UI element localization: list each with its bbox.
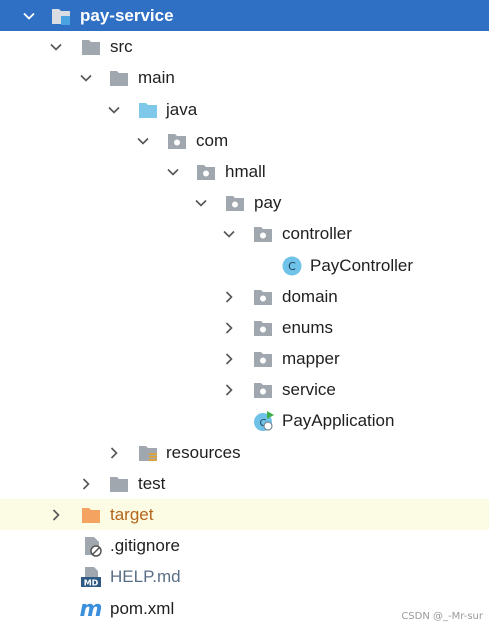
tree-item-label: .gitignore [110, 536, 180, 556]
tree-item-label: PayController [310, 255, 413, 275]
package-icon [226, 196, 244, 212]
chevron-right-icon[interactable] [222, 352, 236, 366]
tree-item-hmall[interactable]: hmall [0, 156, 489, 187]
excluded-folder-icon [82, 508, 100, 523]
tree-item-service[interactable]: service [0, 374, 489, 405]
chevron-down-icon[interactable] [49, 40, 63, 54]
tree-item-pom-xml[interactable]: m pom.xml [0, 593, 489, 624]
tree-item-com[interactable]: com [0, 125, 489, 156]
tree-item-pay-controller[interactable]: C PayController [0, 250, 489, 281]
tree-item-label: enums [282, 317, 334, 337]
maven-badge-text: m [80, 598, 102, 620]
module-folder-icon [52, 9, 70, 25]
package-icon [254, 352, 272, 368]
package-icon [254, 289, 272, 305]
tree-item-controller[interactable]: controller [0, 218, 489, 249]
tree-item-label: test [138, 473, 166, 493]
md-badge-text: MD [84, 579, 99, 588]
tree-item-help-md[interactable]: MD HELP.md [0, 561, 489, 592]
tree-item-java[interactable]: java [0, 94, 489, 125]
chevron-down-icon[interactable] [222, 227, 236, 241]
tree-item-pay-service[interactable]: pay-service [0, 0, 489, 32]
tree-item-resources[interactable]: resources [0, 437, 489, 468]
tree-item-label: hmall [225, 161, 266, 181]
tree-item-domain[interactable]: domain [0, 281, 489, 312]
tree-item-label: com [196, 130, 229, 150]
folder-icon [82, 40, 100, 56]
chevron-down-icon[interactable] [22, 9, 36, 23]
tree-item-label: resources [166, 442, 241, 462]
source-root-folder-icon [139, 102, 157, 118]
markdown-file-icon: MD [81, 567, 101, 588]
folder-icon [110, 476, 128, 492]
tree-item-pay[interactable]: pay [0, 187, 489, 218]
chevron-down-icon[interactable] [79, 71, 93, 85]
chevron-right-icon[interactable] [49, 508, 63, 522]
tree-item-gitignore[interactable]: .gitignore [0, 530, 489, 561]
chevron-down-icon[interactable] [107, 103, 121, 117]
tree-item-label: HELP.md [110, 567, 181, 587]
folder-icon [110, 71, 128, 87]
chevron-right-icon[interactable] [79, 477, 93, 491]
package-icon [197, 164, 215, 180]
chevron-right-icon[interactable] [222, 383, 236, 397]
tree-item-label: service [282, 380, 336, 400]
tree-item-label: src [110, 37, 133, 57]
class-badge-text: C [260, 418, 267, 429]
tree-item-pay-application[interactable]: C PayApplication [0, 405, 489, 436]
chevron-right-icon[interactable] [222, 321, 236, 335]
tree-item-mapper[interactable]: mapper [0, 343, 489, 374]
spring-boot-application-icon: C [254, 411, 274, 432]
tree-item-label: pay [254, 193, 282, 213]
maven-pom-icon: m [80, 598, 102, 620]
java-class-icon: C [282, 256, 302, 275]
tree-item-src[interactable]: src [0, 31, 489, 62]
chevron-down-icon[interactable] [166, 165, 180, 179]
chevron-right-icon[interactable] [107, 446, 121, 460]
tree-item-enums[interactable]: enums [0, 312, 489, 343]
chevron-down-icon[interactable] [194, 196, 208, 210]
tree-item-label: pay-service [80, 6, 174, 25]
tree-item-label: java [166, 99, 198, 119]
tree-item-main[interactable]: main [0, 62, 489, 93]
package-icon [254, 383, 272, 399]
chevron-right-icon[interactable] [222, 290, 236, 304]
tree-item-target[interactable]: target [0, 499, 489, 531]
resources-folder-icon [139, 445, 157, 461]
package-icon [254, 227, 272, 243]
tree-item-label: PayApplication [282, 411, 395, 431]
tree-item-label: pom.xml [110, 598, 175, 618]
tree-item-test[interactable]: test [0, 468, 489, 499]
class-badge-text: C [288, 260, 296, 273]
package-icon [168, 133, 186, 149]
package-icon [254, 320, 272, 336]
tree-item-label: target [110, 505, 154, 524]
tree-item-label: controller [282, 224, 352, 244]
chevron-down-icon[interactable] [136, 134, 150, 148]
tree-item-label: domain [282, 286, 338, 306]
tree-item-label: main [138, 68, 175, 88]
ignored-file-icon [85, 537, 102, 557]
watermark: CSDN @_-Mr-sur [401, 611, 483, 622]
tree-item-label: mapper [282, 349, 340, 369]
